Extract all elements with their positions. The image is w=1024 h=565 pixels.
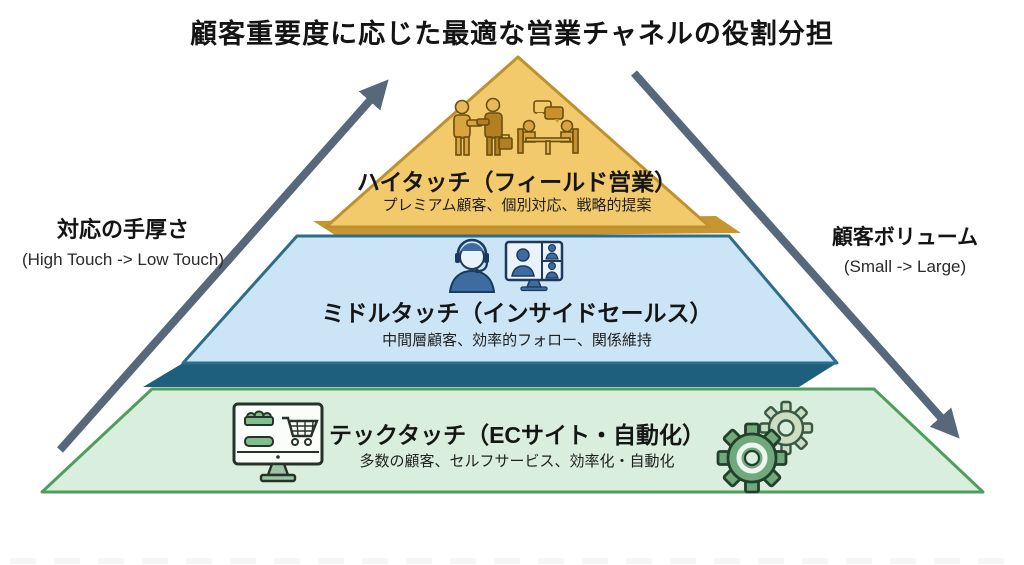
gears-icon (716, 400, 814, 494)
tier-high-touch-subtitle: プレミアム顧客、個別対応、戦略的提案 (382, 197, 652, 214)
right-axis-title: 顧客ボリューム (831, 226, 979, 249)
page-title: 顧客重要度に応じた最適な営業チャネルの役割分担 (190, 19, 834, 49)
tier-tech-touch-subtitle: 多数の顧客、セルフサービス、効率化・自動化 (359, 453, 675, 470)
left-axis-title: 対応の手厚さ (56, 217, 189, 242)
headset-agent-icon (448, 238, 496, 293)
bottom-artifact-strip (10, 558, 1014, 564)
high-touch-up-arrow (57, 79, 389, 453)
right-axis-subtitle: (Small -> Large) (843, 257, 967, 276)
tier-tech-touch-title: テックタッチ（ECサイト・自動化） (328, 422, 706, 448)
tier-middle-touch-title: ミドルタッチ（インサイドセールス） (321, 300, 713, 326)
tier-middle-touch-subtitle: 中間層顧客、効率的フォロー、関係維持 (382, 332, 652, 349)
left-axis-subtitle: (High Touch -> Low Touch) (21, 250, 225, 269)
left-axis-label: 対応の手厚さ (High Touch -> Low Touch) (8, 212, 238, 270)
business-meeting-icon (517, 100, 579, 155)
video-call-icon (504, 240, 564, 292)
tier-middle-touch-shadow (143, 363, 837, 387)
tier-middle-touch-shape (181, 234, 839, 365)
tier-high-touch-title: ハイタッチ（フィールド営業） (356, 169, 678, 195)
volume-down-arrow (631, 70, 960, 439)
right-axis-label: 顧客ボリューム (Small -> Large) (795, 221, 1015, 277)
handshake-icon (453, 97, 513, 156)
ec-site-monitor-icon (232, 402, 324, 483)
